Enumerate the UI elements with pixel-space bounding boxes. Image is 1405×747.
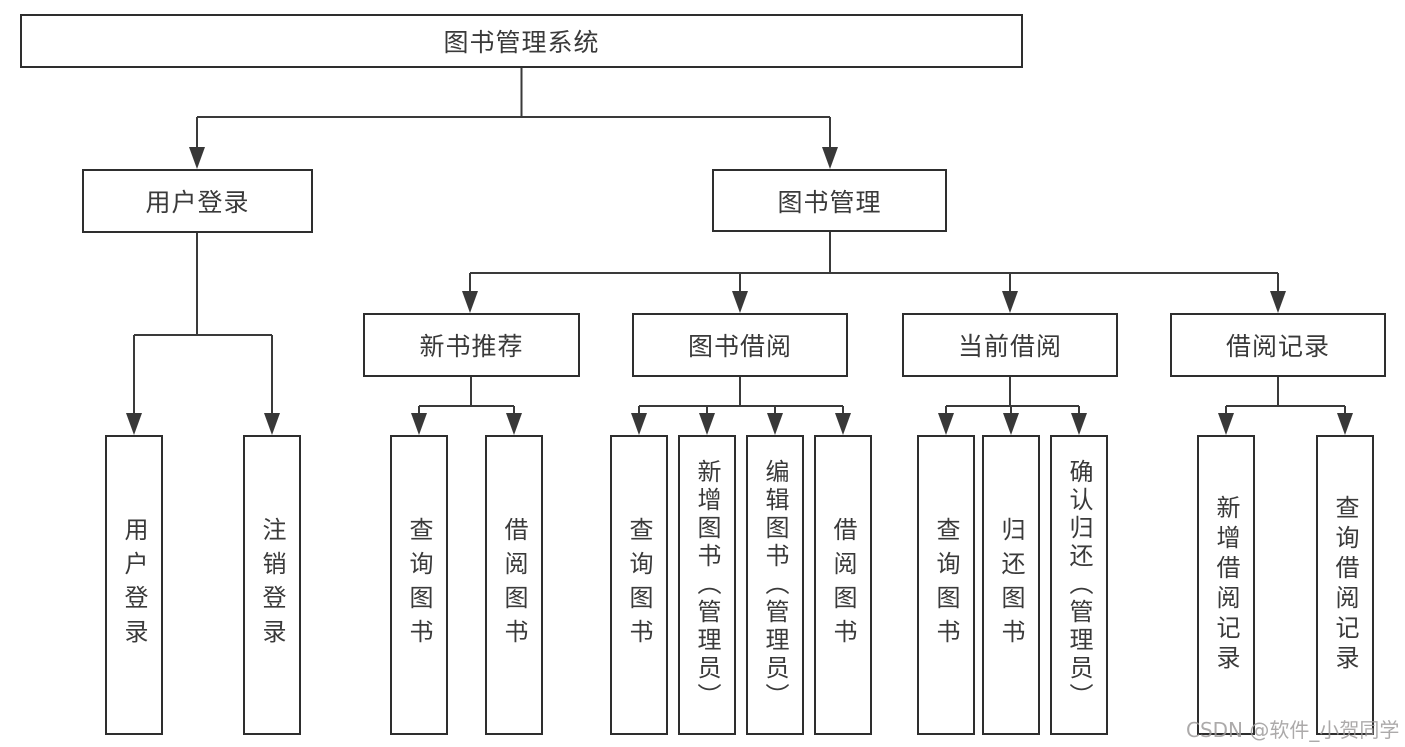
leaf-query-books-current: 查询图书: [917, 435, 975, 735]
leaf-user-login: 用户登录: [105, 435, 163, 735]
node-label: 查询借阅记录: [1331, 495, 1359, 675]
node-label: 用户登录: [120, 517, 148, 653]
node-label: 图书管理系统: [443, 28, 600, 57]
node-label: 借阅图书: [829, 517, 857, 653]
node-label: 查询图书: [405, 517, 433, 653]
node-borrowing-records: 借阅记录: [1170, 313, 1386, 377]
leaf-logout: 注销登录: [243, 435, 301, 735]
leaf-query-books-recommend: 查询图书: [390, 435, 448, 735]
leaf-edit-books-admin: 编辑图书（管理员）: [746, 435, 804, 735]
node-label: 查询图书: [932, 517, 960, 653]
node-new-book-recommendation: 新书推荐: [363, 313, 580, 377]
node-label: 新增借阅记录: [1212, 495, 1240, 675]
csdn-watermark: CSDN @软件_小贺同学: [1186, 718, 1400, 742]
leaf-add-borrow-record: 新增借阅记录: [1197, 435, 1255, 735]
node-label: 新增图书（管理员）: [693, 459, 721, 711]
leaf-query-borrow-record: 查询借阅记录: [1316, 435, 1374, 735]
node-user-login: 用户登录: [82, 169, 313, 233]
node-label: 编辑图书（管理员）: [761, 459, 789, 711]
node-current-borrowing: 当前借阅: [902, 313, 1118, 377]
leaf-query-books-borrow: 查询图书: [610, 435, 668, 735]
node-label: 借阅记录: [1225, 332, 1330, 361]
node-label: 注销登录: [258, 517, 286, 653]
node-book-management: 图书管理: [712, 169, 947, 232]
node-book-borrowing: 图书借阅: [632, 313, 848, 377]
node-label: 用户登录: [145, 188, 250, 217]
node-label: 图书借阅: [687, 332, 792, 361]
leaf-add-books-admin: 新增图书（管理员）: [678, 435, 736, 735]
leaf-borrow-books-recommend: 借阅图书: [485, 435, 543, 735]
node-label: 当前借阅: [957, 332, 1062, 361]
node-label: 图书管理: [777, 187, 882, 217]
node-label: 新书推荐: [419, 332, 524, 361]
node-label: 确认归还（管理员）: [1065, 459, 1093, 711]
node-label: 查询图书: [625, 517, 653, 653]
leaf-borrow-books: 借阅图书: [814, 435, 872, 735]
node-library-management-system: 图书管理系统: [20, 14, 1023, 68]
node-label: 归还图书: [997, 517, 1025, 653]
node-label: 借阅图书: [500, 517, 528, 653]
leaf-confirm-return-admin: 确认归还（管理员）: [1050, 435, 1108, 735]
leaf-return-books: 归还图书: [982, 435, 1040, 735]
